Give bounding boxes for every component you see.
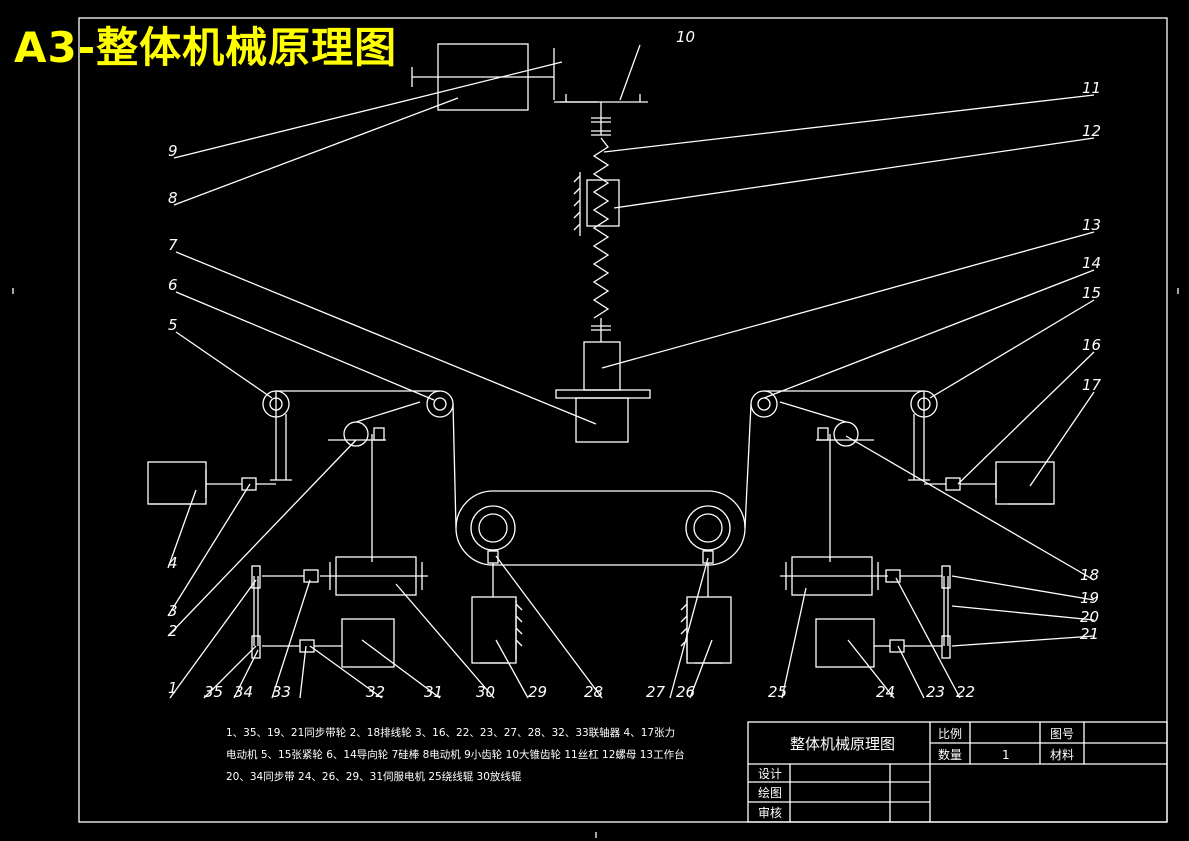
label-5: 5 — [168, 316, 178, 334]
label-28: 28 — [584, 683, 603, 701]
drawing-title: A3-整体机械原理图 — [14, 23, 398, 72]
part-labels: 1 2 3 4 5 6 7 8 9 10 11 12 13 14 15 16 1… — [168, 28, 1102, 701]
label-32: 32 — [366, 683, 385, 701]
label-9: 9 — [168, 142, 178, 160]
label-4: 4 — [168, 554, 178, 572]
leader-lines — [167, 44, 1095, 699]
worktable-13 — [555, 341, 651, 443]
right-tension-group — [744, 390, 1055, 668]
label-14: 14 — [1082, 254, 1101, 272]
lead-screw-11 — [591, 102, 611, 342]
label-29: 29 — [528, 683, 547, 701]
label-10: 10 — [676, 28, 695, 46]
label-13: 13 — [1082, 216, 1101, 234]
title-block-name: 整体机械原理图 — [790, 735, 895, 753]
drawing-frame — [78, 17, 1168, 823]
label-27: 27 — [646, 683, 666, 701]
label-20: 20 — [1080, 608, 1099, 626]
motor-8 — [411, 43, 648, 111]
scale-label: 比例 — [938, 727, 962, 741]
label-24: 24 — [876, 683, 895, 701]
label-6: 6 — [168, 276, 178, 294]
nut-12 — [573, 172, 620, 236]
label-30: 30 — [476, 683, 495, 701]
label-17: 17 — [1082, 376, 1102, 394]
left-tension-group — [147, 390, 457, 668]
note-line-2: 电动机 5、15张紧轮 6、14导向轮 7硅棒 8电动机 9小齿轮 10大锥齿轮… — [226, 748, 685, 761]
title-block: 整体机械原理图 比例 图号 数量 1 材料 设计 绘图 审核 — [747, 721, 1168, 823]
label-16: 16 — [1082, 336, 1101, 354]
label-8: 8 — [168, 189, 178, 207]
label-1: 1 — [168, 679, 178, 697]
label-35: 35 — [204, 683, 223, 701]
label-11: 11 — [1082, 79, 1101, 97]
note-line-1: 1、35、19、21同步带轮 2、18排线轮 3、16、22、23、27、28、… — [226, 726, 675, 739]
quantity-label: 数量 — [938, 747, 962, 762]
label-19: 19 — [1080, 589, 1099, 607]
review-label: 审核 — [758, 805, 782, 820]
wire-loop — [455, 490, 746, 597]
design-label: 设计 — [758, 767, 782, 781]
label-23: 23 — [926, 683, 945, 701]
quantity-value: 1 — [1002, 748, 1010, 762]
label-22: 22 — [956, 683, 975, 701]
note-line-3: 20、34同步带 24、26、29、31伺服电机 25绕线辊 30放线辊 — [226, 770, 522, 783]
servo-motor-29 — [471, 596, 523, 664]
drawing-number-label: 图号 — [1050, 727, 1074, 741]
label-7: 7 — [168, 236, 178, 254]
label-26: 26 — [676, 683, 695, 701]
label-12: 12 — [1082, 122, 1101, 140]
label-15: 15 — [1082, 284, 1101, 302]
label-21: 21 — [1080, 625, 1099, 643]
servo-motor-26 — [680, 596, 732, 664]
material-label: 材料 — [1050, 748, 1074, 762]
label-3: 3 — [168, 602, 178, 620]
label-18: 18 — [1080, 566, 1099, 584]
label-33: 33 — [272, 683, 291, 701]
draw-label: 绘图 — [758, 785, 782, 800]
parts-notes: 1、35、19、21同步带轮 2、18排线轮 3、16、22、23、27、28、… — [226, 726, 685, 783]
label-34: 34 — [234, 683, 253, 701]
label-2: 2 — [168, 622, 178, 640]
label-25: 25 — [768, 683, 787, 701]
label-31: 31 — [424, 683, 443, 701]
